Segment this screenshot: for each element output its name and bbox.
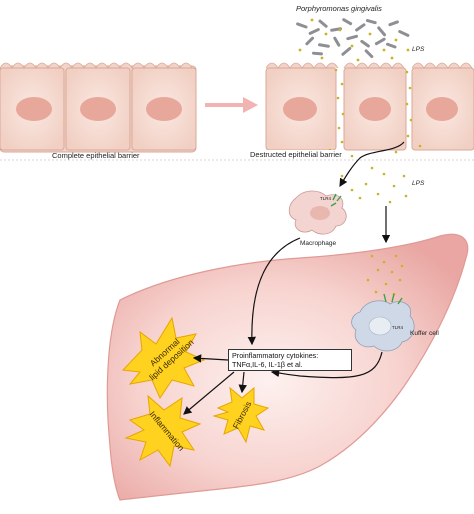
cytokines-line-2: TNFα,IL-6, IL-1β et al. — [232, 360, 303, 369]
lps-top-label: LPS — [412, 46, 425, 53]
bacteria-cluster — [296, 18, 410, 59]
tlr4-macrophage-label: TLR4 — [320, 196, 332, 201]
destructed-barrier-label: Destructed epithelial barrier — [248, 150, 344, 159]
macrophage-to-cytokines-arrow — [247, 237, 301, 346]
kupffer-label: Kuffer cell — [410, 330, 439, 337]
destructed-epithelial-barrier — [265, 62, 474, 151]
macrophage-label: Macrophage — [300, 240, 337, 247]
star-inflammation — [124, 394, 202, 468]
complete-epithelial-barrier — [0, 62, 197, 153]
bacteria-label: Porphyromonas gingivalis — [296, 4, 382, 13]
lps-particles — [298, 18, 422, 296]
cytokines-box: Proinflammatory cytokines: TNFα,IL-6, IL… — [228, 349, 352, 371]
arrow-to-inflammation — [183, 371, 235, 415]
complete-barrier-label: Complete epithelial barrier — [52, 151, 140, 160]
kupffer-cell — [351, 293, 415, 352]
transition-arrow — [205, 97, 258, 113]
tlr4-kupffer-label: TLR4 — [392, 325, 404, 330]
lps-route-line — [339, 141, 405, 188]
macrophage — [288, 190, 347, 235]
lps-mid-label: LPS — [412, 180, 425, 187]
cytokines-line-1: Proinflammatory cytokines: — [232, 351, 319, 360]
star-lipid — [121, 316, 206, 400]
arrow-to-fibrosis — [238, 371, 247, 394]
star-fibrosis — [212, 386, 270, 444]
kupffer-to-cytokines-arrow — [270, 351, 383, 379]
arrow-to-lipid — [192, 354, 229, 363]
